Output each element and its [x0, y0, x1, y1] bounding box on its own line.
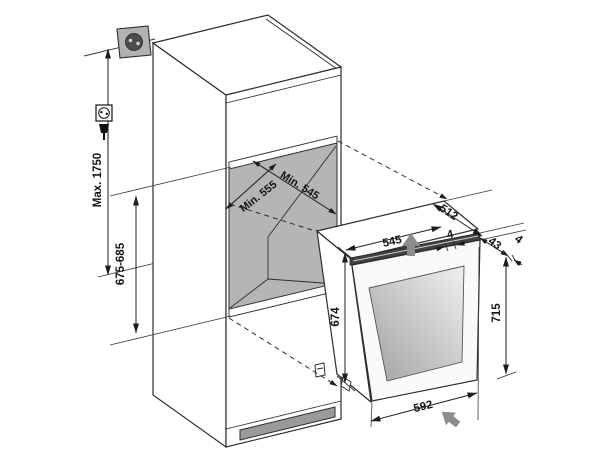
bracket-icon: [314, 362, 326, 378]
label-socket-height: Max. 1750: [92, 153, 104, 207]
cabinet: [151, 14, 343, 449]
label-niche-height: 675-685: [115, 242, 127, 285]
socket-symbol-icon: [95, 104, 113, 122]
wall-socket-icon: [116, 25, 152, 59]
label-door-thickness: 43: [486, 235, 503, 252]
label-top-width: 545: [382, 234, 404, 250]
dim-niche-height: 675-685: [109, 166, 232, 346]
dim-front-width: 592: [370, 392, 478, 428]
label-height-right: 715: [491, 303, 503, 323]
dim-door-edge: 43 4: [479, 233, 525, 267]
plug-icon: [99, 124, 109, 140]
plinth-panel: [239, 406, 336, 441]
label-height-front: 674: [330, 307, 342, 327]
cabinet-left-side: [152, 41, 227, 449]
push-in-arrow-icon: [441, 411, 461, 428]
dim-height-front: 674: [330, 246, 356, 392]
dim-height-right: 715: [477, 246, 517, 421]
projection-lines: [228, 140, 448, 387]
door-glass: [368, 265, 465, 382]
plinth: [225, 400, 342, 441]
dim-socket-height: Max. 1750: [92, 48, 267, 278]
label-front-width: 592: [412, 399, 434, 415]
niche-interior: [228, 142, 338, 310]
push-up-arrow-icon: [402, 233, 420, 256]
appliance: [315, 200, 481, 404]
wall-and-socket: [83, 25, 156, 59]
label-gap-side: 4: [512, 233, 525, 247]
label-gap-top: 4: [446, 228, 456, 241]
